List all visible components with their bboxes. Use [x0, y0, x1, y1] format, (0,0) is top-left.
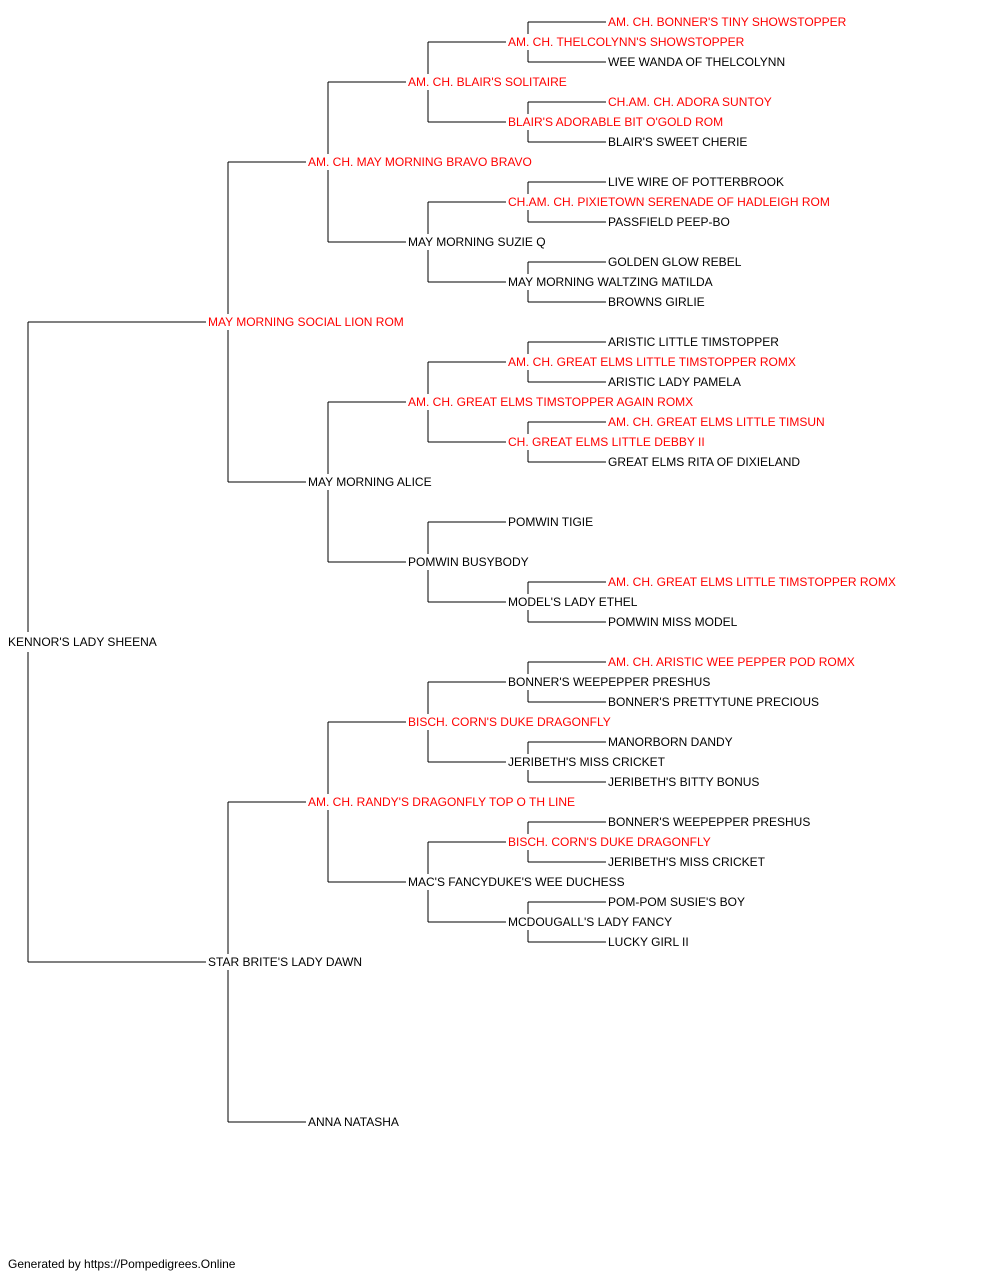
pedigree-node: AM. CH. GREAT ELMS LITTLE TIMSUN [608, 415, 825, 429]
pedigree-node: WEE WANDA OF THELCOLYNN [608, 55, 785, 69]
pedigree-node: POMWIN MISS MODEL [608, 615, 738, 629]
pedigree-node: BLAIR'S SWEET CHERIE [608, 135, 747, 149]
pedigree-node: PASSFIELD PEEP-BO [608, 215, 730, 229]
pedigree-node: ANNA NATASHA [308, 1115, 399, 1129]
pedigree-node: AM. CH. ARISTIC WEE PEPPER POD ROMX [608, 655, 855, 669]
pedigree-node: AM. CH. THELCOLYNN'S SHOWSTOPPER [508, 35, 745, 49]
pedigree-node: POMWIN BUSYBODY [408, 555, 529, 569]
pedigree-node: LIVE WIRE OF POTTERBROOK [608, 175, 784, 189]
pedigree-node: GOLDEN GLOW REBEL [608, 255, 742, 269]
pedigree-node: AM. CH. GREAT ELMS LITTLE TIMSTOPPER ROM… [608, 575, 896, 589]
pedigree-node: AM. CH. BONNER'S TINY SHOWSTOPPER [608, 15, 847, 29]
pedigree-node: JERIBETH'S BITTY BONUS [608, 775, 759, 789]
pedigree-node: BONNER'S WEEPEPPER PRESHUS [508, 675, 710, 689]
pedigree-node: MANORBORN DANDY [608, 735, 733, 749]
pedigree-node: MAY MORNING SOCIAL LION ROM [208, 315, 404, 329]
pedigree-node: BISCH. CORN'S DUKE DRAGONFLY [408, 715, 611, 729]
pedigree-node: AM. CH. GREAT ELMS LITTLE TIMSTOPPER ROM… [508, 355, 796, 369]
pedigree-node: JERIBETH'S MISS CRICKET [508, 755, 666, 769]
pedigree-node: CH. GREAT ELMS LITTLE DEBBY II [508, 435, 705, 449]
pedigree-node: BONNER'S PRETTYTUNE PRECIOUS [608, 695, 819, 709]
pedigree-node: MODEL'S LADY ETHEL [508, 595, 638, 609]
pedigree-node: GREAT ELMS RITA OF DIXIELAND [608, 455, 800, 469]
pedigree-node: BISCH. CORN'S DUKE DRAGONFLY [508, 835, 711, 849]
pedigree-node: ARISTIC LITTLE TIMSTOPPER [608, 335, 779, 349]
pedigree-node: KENNOR'S LADY SHEENA [8, 635, 157, 649]
pedigree-node: CH.AM. CH. ADORA SUNTOY [608, 95, 772, 109]
pedigree-node: CH.AM. CH. PIXIETOWN SERENADE OF HADLEIG… [508, 195, 830, 209]
footer-credit: Generated by https://Pompedigrees.Online [8, 1257, 236, 1271]
pedigree-node: BROWNS GIRLIE [608, 295, 705, 309]
pedigree-node: BLAIR'S ADORABLE BIT O'GOLD ROM [508, 115, 723, 129]
pedigree-node: JERIBETH'S MISS CRICKET [608, 855, 766, 869]
pedigree-node: MCDOUGALL'S LADY FANCY [508, 915, 672, 929]
pedigree-node: STAR BRITE'S LADY DAWN [208, 955, 362, 969]
pedigree-node: BONNER'S WEEPEPPER PRESHUS [608, 815, 810, 829]
pedigree-node: MAY MORNING WALTZING MATILDA [508, 275, 713, 289]
pedigree-node: AM. CH. RANDY'S DRAGONFLY TOP O TH LINE [308, 795, 575, 809]
pedigree-node: MAY MORNING SUZIE Q [408, 235, 546, 249]
pedigree-node: MAC'S FANCYDUKE'S WEE DUCHESS [408, 875, 625, 889]
pedigree-node: AM. CH. GREAT ELMS TIMSTOPPER AGAIN ROMX [408, 395, 693, 409]
pedigree-node: AM. CH. MAY MORNING BRAVO BRAVO [308, 155, 532, 169]
pedigree-node: POM-POM SUSIE'S BOY [608, 895, 745, 909]
pedigree-node: MAY MORNING ALICE [308, 475, 432, 489]
pedigree-node: LUCKY GIRL II [608, 935, 689, 949]
pedigree-node: AM. CH. BLAIR'S SOLITAIRE [408, 75, 567, 89]
pedigree-node: POMWIN TIGIE [508, 515, 593, 529]
pedigree-node: ARISTIC LADY PAMELA [608, 375, 741, 389]
